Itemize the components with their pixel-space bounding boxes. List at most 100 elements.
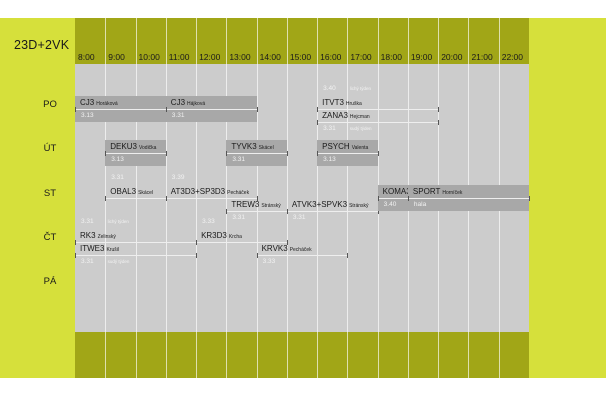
teacher-name: Krušil — [106, 247, 119, 253]
time-marker-icon — [105, 151, 107, 156]
teacher-name: Hájková — [187, 101, 206, 107]
teacher-name: Hruška — [345, 101, 362, 107]
time-span-line — [317, 109, 439, 110]
time-marker-icon — [377, 151, 379, 156]
day-label-2: ST — [43, 188, 57, 199]
column-divider — [317, 18, 318, 378]
course-code: ATVK3+SPVK3 — [291, 200, 348, 209]
room-label: hala — [413, 201, 427, 208]
hour-label: 10:00 — [138, 52, 160, 62]
room-number: 3.40 — [384, 201, 397, 208]
course-code: SPORT — [412, 187, 441, 196]
time-marker-icon — [529, 196, 530, 201]
room-label: 3.31 — [81, 258, 94, 265]
course-code: TYVK3 — [231, 142, 257, 151]
time-span-line — [75, 255, 197, 256]
teacher-name: Hejcman — [349, 114, 370, 120]
course-code: KRVK3 — [261, 244, 288, 253]
week-parity-note: lichý týden — [349, 86, 372, 91]
time-marker-icon — [165, 107, 167, 112]
time-span-line — [105, 153, 166, 154]
time-span-line — [75, 109, 166, 110]
course-title[interactable]: KOMA3 — [383, 187, 411, 196]
course-code: PSYCH — [322, 142, 350, 151]
hour-label: 16:00 — [320, 52, 342, 62]
course-code: CJ3 — [80, 98, 95, 107]
room-number: 3.31 — [293, 214, 306, 221]
teacher-name: Stránský — [261, 203, 281, 209]
time-marker-icon — [196, 253, 198, 258]
class-title: 23D+2VK — [14, 38, 70, 52]
time-marker-icon — [438, 120, 440, 125]
room-number: 3.33 — [202, 218, 215, 225]
time-marker-icon — [226, 151, 228, 156]
teacher-name: Valenta — [351, 145, 369, 151]
time-marker-icon — [347, 253, 349, 258]
time-span-line — [196, 242, 287, 243]
day-label-0: PO — [43, 99, 57, 110]
teacher-name: Stránský — [349, 203, 369, 209]
course-code: ZANA3 — [322, 111, 348, 120]
room-label: 3.31 — [81, 218, 94, 225]
hour-label: 18:00 — [380, 52, 402, 62]
teacher-name: Skácel — [138, 190, 154, 196]
room-number: 3.31 — [232, 156, 245, 163]
time-marker-icon — [286, 209, 288, 214]
time-marker-icon — [377, 196, 379, 201]
time-marker-icon — [256, 196, 258, 201]
hour-label: 9:00 — [108, 52, 125, 62]
course-code: AT3D3+SP3D3 — [170, 187, 226, 196]
time-marker-icon — [75, 240, 76, 245]
teacher-name: Horníček — [442, 190, 463, 196]
time-span-line — [226, 211, 287, 212]
day-label-3: ČT — [43, 232, 57, 243]
time-marker-icon — [317, 120, 319, 125]
hour-label: 13:00 — [229, 52, 251, 62]
time-span-line — [165, 109, 257, 110]
time-marker-icon — [286, 240, 288, 245]
room-label: 3.13 — [81, 112, 94, 119]
hour-label: 15:00 — [289, 52, 312, 62]
time-span-line — [75, 242, 197, 243]
room-number: 3.31 — [232, 214, 245, 221]
hour-label: 17:00 — [350, 52, 372, 62]
room-number: 3.13 — [111, 156, 124, 163]
course-code: DEKU3 — [110, 142, 137, 151]
course-code: KR3D3 — [201, 231, 227, 240]
room-number: hala — [414, 201, 426, 208]
teacher-name: Pecháček — [227, 190, 250, 196]
teacher-name: Horáková — [96, 101, 118, 107]
time-marker-icon — [75, 253, 76, 258]
column-divider — [347, 18, 348, 378]
time-marker-icon — [407, 196, 409, 201]
hour-label: 21:00 — [471, 52, 493, 62]
hour-label: 19:00 — [410, 52, 433, 62]
room-label: 3.13 — [111, 156, 124, 163]
time-marker-icon — [317, 107, 319, 112]
room-label: 3.40 — [383, 201, 397, 208]
hour-label: 20:00 — [441, 52, 463, 62]
time-marker-icon — [165, 151, 167, 156]
room-label: 3.31 — [111, 174, 124, 181]
room-number: 3.31 — [111, 174, 124, 181]
time-marker-icon — [105, 196, 107, 201]
